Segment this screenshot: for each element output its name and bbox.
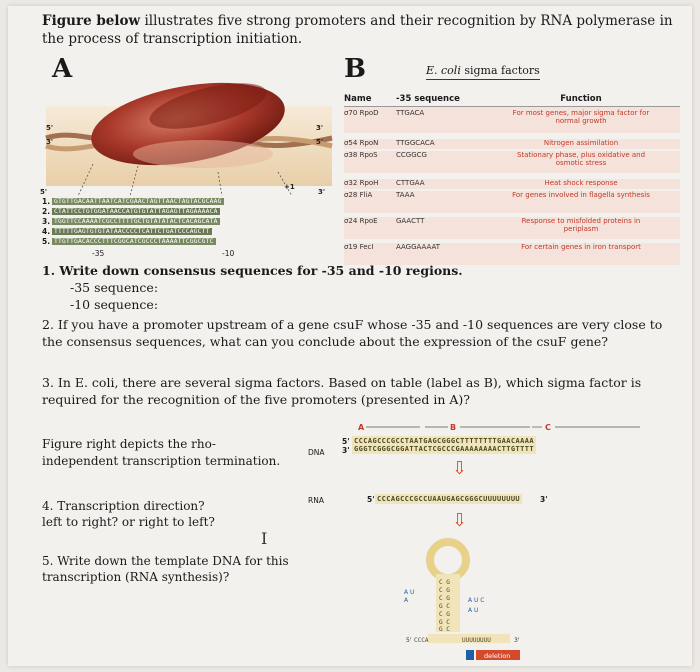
sigma-row: σ32 RpoH CTTGAA Heat shock response [344,179,680,189]
dna-three-prime: 3' [342,446,350,455]
dna-bottom-strand: GGGTCGGGCGGATTACTCGCCCGAAAAAAAACTTGTTTT [354,445,534,453]
svg-text:UUUUUUUU: UUUUUUUU [462,637,491,644]
svg-text:C G: C G [439,611,450,618]
rna-transcript: CCCAGCCCGCCUAAUGAGCGGGCUUUUUUUU [375,494,523,504]
sigma-table-header: Name -35 sequence Function [344,94,680,107]
promoter-line: 4. TTTTTGAGTGTGTATAACCCCTCATTCTGATCCCAGC… [42,227,212,236]
svg-text:3': 3' [514,637,520,644]
question-1-sub-10: -10 sequence: [70,297,159,312]
dna-five-prime: 5' [342,437,350,446]
polymerase-shadow [133,140,273,168]
dna-label: DNA [308,448,325,457]
svg-text:C: C [545,423,551,432]
svg-text:CCCA: CCCA [414,637,429,644]
rna-hairpin-diagram: C GC GC G G CC GG CG C A U A A U C A U 5… [404,538,520,660]
svg-text:C G: C G [439,587,450,594]
alignment-lines [77,163,293,197]
question-1: 1. Write down consensus sequences for -3… [42,263,463,278]
svg-text:G C: G C [439,626,450,633]
deletion-marker [476,650,520,660]
promoter-line: 1. GTGTTGACAATTAATCATCGAACTAGTTAACTAGTAC… [42,197,224,206]
sigma-table-title: E. coli sigma factors [426,64,540,80]
dna-region-brackets: A B C [358,423,640,432]
promoter-line: 5. TTGTTGACACCCTTTCGGCATCGCCCTAAAATTCGGC… [42,237,216,246]
polymerase-cleft [149,83,267,129]
svg-text:deletion: deletion [484,652,510,660]
promoter-line: 2. CTATTCCTGTGGATAACCATGTGTATTAGAGTTAGAA… [42,207,220,216]
worksheet-page: Figure below illustrates five strong pro… [8,6,692,666]
question-2: 2. If you have a promoter upstream of a … [42,317,663,349]
rna-five-prime: 5' [367,495,375,504]
page-title: Figure below illustrates five strong pro… [42,13,673,47]
panel-a-label: A [52,54,73,84]
rna-polymerase-figure: 5' 3' 3' 5' +1 5' 3' [40,82,333,197]
hairpin-loop [426,538,470,582]
dna-top-strand: CCCAGCCCGCCTAATGAGCGGGCTTTTTTTTGAACAAAA [354,437,534,445]
sigma-row: σ38 RpoS CCGGCG Stationary phase, plus o… [344,151,680,173]
sigma-row: σ54 RpoN TTGGCACA Nitrogen assimilation [344,139,680,149]
promoter-line: 3. TGGTTCCAAAATCGCCTTTTGCTGTATATACTCACAG… [42,217,220,226]
stem-bases: C GC GC G G CC GG CG C [439,579,450,633]
three-prime-top: 3' [46,138,53,146]
sigma-row: σ28 FliA TAAA For genes involved in flag… [344,191,680,213]
three-prime-seq: 3' [318,188,325,196]
rna-three-prime: 3' [540,495,548,504]
svg-text:A U C: A U C [468,597,485,604]
question-5-line1: 5. Write down the template DNA for this [42,554,289,568]
question-3: 3. In E. coli, there are several sigma f… [42,375,642,407]
question-5-line2: transcription (RNA synthesis)? [42,570,230,584]
svg-text:A U: A U [404,589,414,596]
five-prime-right: 5' [316,138,323,146]
arrow-down-icon: ⇩ [452,510,468,531]
rna-label: RNA [308,496,324,505]
svg-text:5': 5' [406,637,412,644]
sigma-table: Name -35 sequence Function σ70 RpoD TTGA… [344,94,680,265]
svg-text:G C: G C [439,603,450,610]
dna-duplex: CCCAGCCCGCCTAATGAGCGGGCTTTTTTTTGAACAAAA … [352,436,536,454]
sigma-row: σ70 RpoD TTGACA For most genes, major si… [344,107,680,133]
svg-text:G C: G C [439,619,450,626]
sigma-row: σ24 RpoE GAACTT Response to misfolded pr… [344,217,680,239]
five-prime-seq: 5' [40,188,47,196]
figure-right-caption: Figure right depicts the rho-independent… [42,437,281,468]
promoter-lines: 1. GTGTTGACAATTAATCATCGAACTAGTTAACTAGTAC… [42,197,342,246]
mutation-markers: A U A A U C A U [404,589,485,614]
question-1-sub-35: -35 sequence: [70,280,159,295]
svg-text:B: B [450,423,456,432]
five-prime-top: 5' [46,124,53,132]
hairpin-tail [428,634,510,643]
minus35-label: -35 [92,249,105,258]
question-4-line2: left to right? or right to left? [42,515,215,529]
text-cursor-icon: I [261,529,268,548]
minus10-label: -10 [222,249,235,258]
panel-b-label: B [344,54,366,84]
svg-text:C G: C G [439,579,450,586]
svg-text:A: A [404,597,409,604]
svg-text:A U: A U [468,607,478,614]
deletion-icon [466,650,474,660]
plus-one-label: +1 [284,183,295,191]
question-4-line1: 4. Transcription direction? [42,499,205,513]
three-prime-right: 3' [316,124,323,132]
hairpin-stem [436,574,460,632]
arrow-down-icon: ⇩ [452,458,468,479]
svg-text:A: A [358,423,365,432]
sigma-row: σ19 FecI AAGGAAAAT For certain genes in … [344,243,680,265]
svg-text:C G: C G [439,595,450,602]
